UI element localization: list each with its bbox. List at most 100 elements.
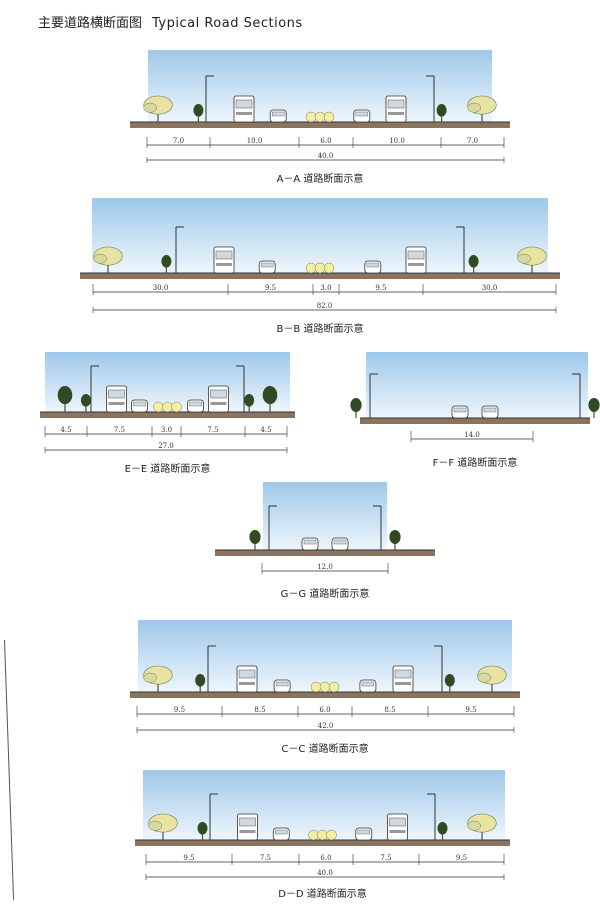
tree-right xyxy=(477,665,507,692)
car-right xyxy=(359,679,377,693)
section-caption: D－D 道路断面示意 xyxy=(278,889,367,900)
tree-left xyxy=(143,665,173,692)
car-right xyxy=(355,827,373,841)
segment-width-label: 7.5 xyxy=(114,426,125,434)
small-tree-left xyxy=(80,394,91,412)
street-lamp-right xyxy=(456,226,465,273)
median-shrubs xyxy=(153,401,182,413)
bus-left xyxy=(236,665,258,693)
street-lamp-left xyxy=(207,645,216,692)
tree-right xyxy=(467,95,497,122)
segment-width-label: 4.5 xyxy=(260,426,271,434)
bus-right xyxy=(392,665,414,693)
total-width-label: 27.0 xyxy=(158,442,174,450)
segment-width-label: 7.5 xyxy=(380,854,391,862)
street-lamp-left xyxy=(209,793,218,840)
bus-right xyxy=(405,246,427,274)
tree-right xyxy=(588,398,600,418)
car-left xyxy=(131,399,148,413)
sky-backdrop xyxy=(148,50,492,122)
sky-backdrop xyxy=(366,352,588,418)
segment-width-label: 7.0 xyxy=(467,137,478,145)
ground-strip xyxy=(135,840,510,846)
street-lamp-left xyxy=(369,373,378,418)
tree-right xyxy=(389,530,401,550)
segment-width-label: 9.5 xyxy=(465,706,476,714)
segment-width-label: 8.5 xyxy=(384,706,395,714)
page-title: 主要道路横断面图 Typical Road Sections xyxy=(38,12,303,31)
bus-right xyxy=(387,813,408,841)
car-left xyxy=(301,537,319,551)
car-left xyxy=(272,827,290,841)
car-left xyxy=(258,260,276,274)
tree-left xyxy=(249,530,261,550)
bus-right xyxy=(385,95,407,123)
median-shrubs xyxy=(310,681,340,693)
segment-width-label: 4.5 xyxy=(60,426,71,434)
segment-width-label: 9.5 xyxy=(174,706,185,714)
ground-strip xyxy=(130,122,510,128)
section-caption: G－G 道路断面示意 xyxy=(280,589,370,600)
bus-left xyxy=(237,813,258,841)
segment-width-label: 3.0 xyxy=(161,426,172,434)
segment-width-label: 9.5 xyxy=(183,854,194,862)
road-elements xyxy=(57,365,278,413)
small-tree-right xyxy=(437,822,448,840)
segment-width-label: 14.0 xyxy=(464,431,480,439)
tree-left xyxy=(148,813,178,840)
small-tree-left xyxy=(193,104,204,122)
small-tree-right xyxy=(468,254,479,273)
tree-left xyxy=(350,398,362,418)
section-caption: E－E 道路断面示意 xyxy=(124,464,211,475)
tree-right xyxy=(262,386,278,412)
car-right xyxy=(481,405,499,419)
street-lamp-left xyxy=(90,365,99,412)
car-left xyxy=(273,679,291,693)
tree-left xyxy=(93,246,123,273)
segment-width-label: 9.5 xyxy=(265,284,276,292)
ground-strip xyxy=(80,273,560,279)
segment-width-label: 10.0 xyxy=(389,137,405,145)
street-lamp-left xyxy=(205,75,214,122)
bus-left xyxy=(233,95,255,123)
street-lamp-right xyxy=(426,75,435,122)
sky-backdrop xyxy=(143,770,505,840)
road-elements xyxy=(143,645,507,693)
road-elements xyxy=(148,793,497,841)
segment-width-label: 10.0 xyxy=(247,137,263,145)
car-right xyxy=(331,537,349,551)
street-lamp-right xyxy=(373,505,382,550)
street-lamp-right xyxy=(572,373,581,418)
segment-width-label: 8.5 xyxy=(254,706,265,714)
segment-width-label: 6.0 xyxy=(320,854,331,862)
road-elements xyxy=(350,373,600,419)
bus-left xyxy=(106,385,127,413)
ground-strip xyxy=(40,412,295,418)
street-lamp-right xyxy=(434,645,443,692)
segment-width-label: 9.5 xyxy=(456,854,467,862)
total-width-label: 82.0 xyxy=(317,302,333,310)
segment-width-label: 30.0 xyxy=(482,284,498,292)
median-shrubs xyxy=(305,262,335,274)
small-tree-left xyxy=(161,254,172,273)
small-tree-right xyxy=(436,104,447,122)
ground-strip xyxy=(360,418,590,424)
median-shrubs xyxy=(305,111,335,123)
small-tree-right xyxy=(244,394,255,412)
road-elements xyxy=(249,505,401,551)
street-lamp-right xyxy=(427,793,436,840)
tree-right xyxy=(517,246,547,273)
segment-width-label: 3.0 xyxy=(320,284,331,292)
segment-width-label: 12.0 xyxy=(317,563,333,571)
title-en: Typical Road Sections xyxy=(152,16,303,31)
title-zh: 主要道路横断面图 xyxy=(38,16,143,31)
total-width-label: 40.0 xyxy=(318,152,334,160)
